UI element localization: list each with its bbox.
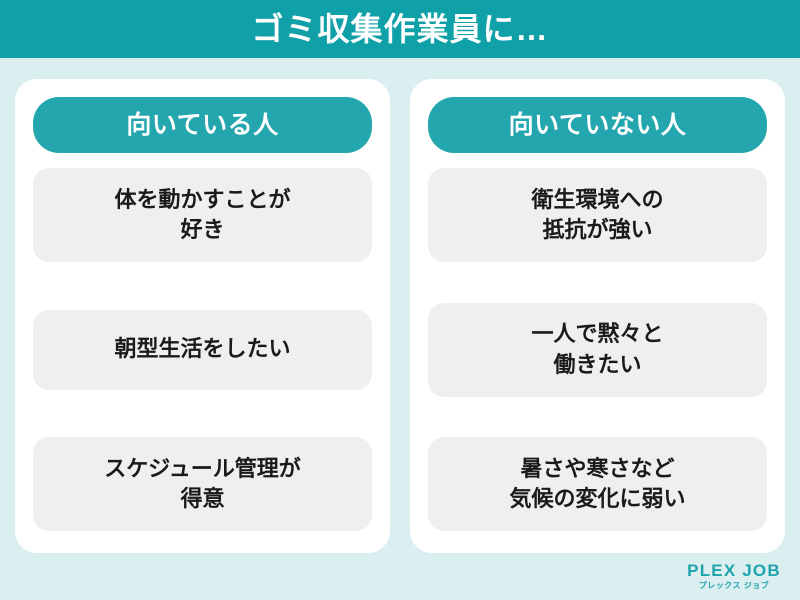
- list-item-label: 朝型生活をしたい: [114, 336, 291, 362]
- header-banner: ゴミ収集作業員に…: [0, 0, 800, 58]
- list-item-label: スケジュール管理が 得意: [104, 455, 301, 511]
- card-header-label: 向いていない人: [508, 110, 687, 139]
- comparison-columns: 向いている人 体を動かすことが 好き 朝型生活をしたい スケジュール管理が 得意…: [15, 79, 785, 553]
- card-header-suited: 向いている人: [33, 97, 372, 153]
- logo-subtext: プレックス ジョブ: [698, 581, 770, 590]
- list-item: 暑さや寒さなど 気候の変化に弱い: [428, 437, 767, 531]
- list-item: 一人で黙々と 働きたい: [428, 302, 767, 397]
- logo-wordmark: PLEX JOB: [687, 561, 781, 580]
- plex-job-logo: PLEX JOB プレックス ジョブ: [682, 562, 786, 590]
- card-suited: 向いている人 体を動かすことが 好き 朝型生活をしたい スケジュール管理が 得意: [15, 79, 390, 553]
- item-list-suited: 体を動かすことが 好き 朝型生活をしたい スケジュール管理が 得意: [33, 153, 372, 533]
- card-header-not-suited: 向いていない人: [428, 97, 767, 153]
- item-list-not-suited: 衛生環境への 抵抗が強い 一人で黙々と 働きたい 暑さや寒さなど 気候の変化に弱…: [428, 153, 767, 533]
- list-item: スケジュール管理が 得意: [33, 437, 372, 531]
- list-item: 衛生環境への 抵抗が強い: [428, 168, 767, 262]
- list-item-label: 衛生環境への 抵抗が強い: [531, 186, 664, 242]
- list-item: 朝型生活をしたい: [33, 309, 372, 390]
- page-title: ゴミ収集作業員に…: [251, 11, 549, 47]
- list-item-label: 一人で黙々と 働きたい: [531, 321, 664, 377]
- list-item: 体を動かすことが 好き: [33, 168, 372, 262]
- card-header-label: 向いている人: [126, 110, 279, 139]
- list-item-label: 体を動かすことが 好き: [114, 186, 291, 242]
- card-not-suited: 向いていない人 衛生環境への 抵抗が強い 一人で黙々と 働きたい 暑さや寒さなど…: [410, 79, 785, 553]
- list-item-label: 暑さや寒さなど 気候の変化に弱い: [509, 455, 686, 511]
